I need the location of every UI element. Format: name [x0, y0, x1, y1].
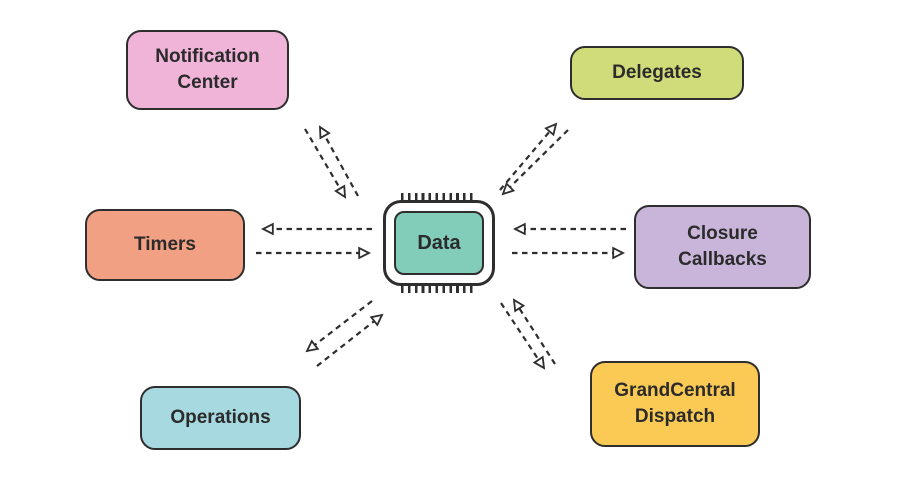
chip-pins-icon [401, 285, 477, 293]
node-label: Operations [170, 407, 271, 429]
arrow-operations-to-data [316, 313, 384, 367]
center-node-data: Data [394, 211, 484, 275]
arrow-grandcentral-dispatch-to-data [512, 298, 556, 365]
node-label: Timers [134, 234, 196, 256]
node-label: Delegates [612, 62, 702, 84]
node-grandcentral-dispatch: GrandCentral Dispatch [590, 361, 760, 447]
arrow-data-to-delegates [499, 122, 558, 191]
arrow-data-to-operations [305, 300, 373, 353]
arrow-data-to-grandcentral-dispatch [500, 302, 546, 370]
arrow-data-to-notification-center [319, 125, 359, 197]
node-closure-callbacks: Closure Callbacks [634, 205, 811, 289]
node-notification-center: Notification Center [126, 30, 289, 110]
chip-pins-icon [401, 193, 477, 201]
node-label: GrandCentral Dispatch [614, 380, 736, 427]
arrow-notification-center-to-data [304, 128, 347, 199]
node-timers: Timers [85, 209, 245, 281]
center-node-label: Data [417, 231, 461, 254]
node-delegates: Delegates [570, 46, 744, 100]
arrow-delegates-to-data [501, 129, 569, 196]
node-label: Notification Center [155, 46, 260, 93]
node-operations: Operations [140, 386, 301, 450]
center-chip-node: Data [383, 193, 495, 293]
node-label: Closure Callbacks [678, 223, 767, 270]
